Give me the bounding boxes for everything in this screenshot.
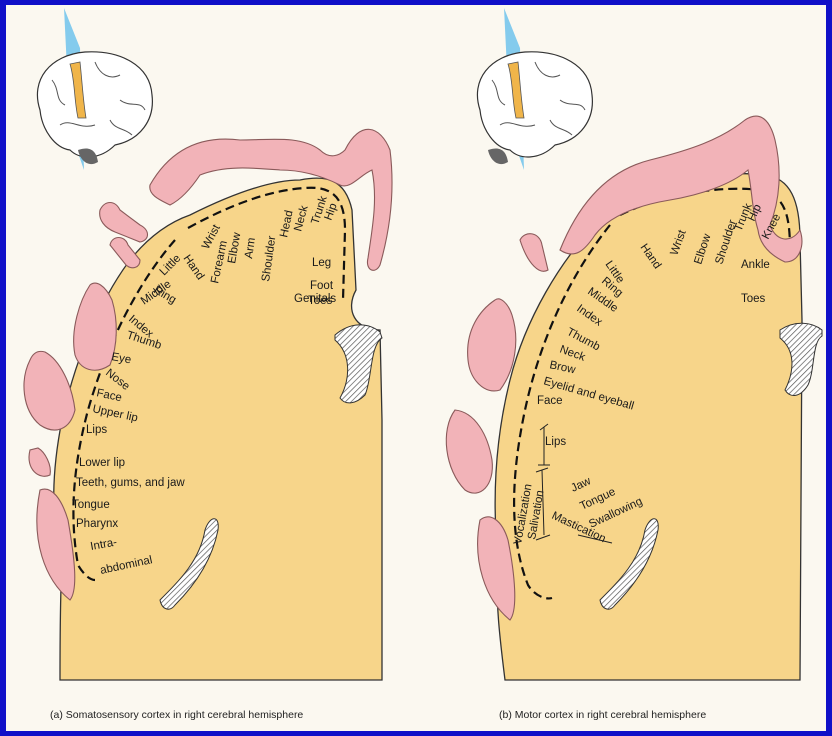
label-teeth-gums-jaw: Teeth, gums, and jaw	[76, 477, 185, 489]
label-lips: Lips	[545, 436, 566, 448]
label-pharynx: Pharynx	[76, 518, 118, 530]
label-toes: Toes	[741, 293, 766, 305]
panel-motor: Knee Hip Trunk Shoulder Elbow Wrist Hand…	[446, 8, 822, 721]
brain-icon-a	[37, 8, 152, 170]
label-lower-lip: Lower lip	[79, 457, 125, 469]
label-tongue: Tongue	[72, 499, 110, 511]
brain-icon-b	[477, 8, 592, 170]
panel-somatosensory: Hip Trunk Neck Head Shoulder Arm Elbow F…	[24, 8, 392, 721]
caption-a: (a) Somatosensory cortex in right cerebr…	[50, 709, 303, 721]
caption-b: (b) Motor cortex in right cerebral hemis…	[499, 709, 706, 721]
label-leg: Leg	[312, 257, 331, 269]
label-lips: Lips	[86, 424, 107, 436]
label-foot: Foot	[310, 280, 334, 292]
label-ankle: Ankle	[741, 259, 770, 271]
label-face: Face	[537, 395, 563, 407]
label-genitals: Genitals	[294, 293, 336, 305]
